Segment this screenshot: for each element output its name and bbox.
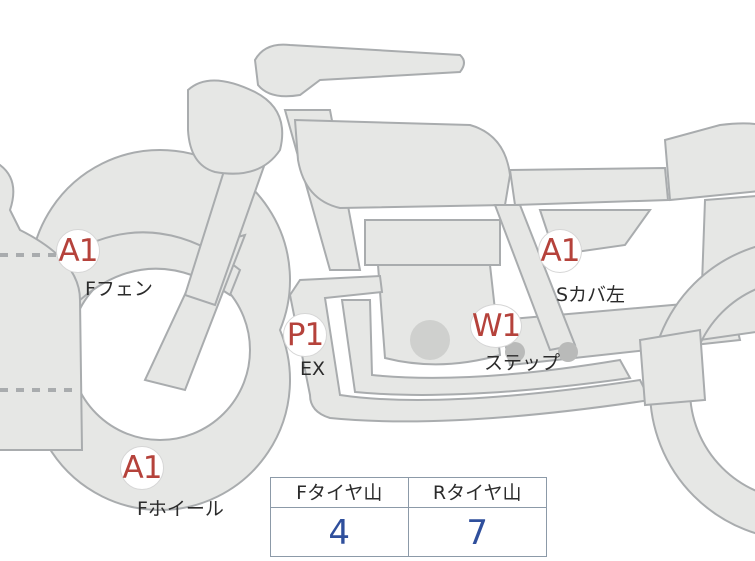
engine-shape [364, 219, 502, 366]
step-peg-dot [505, 342, 525, 362]
front-tread-value: 4 [328, 513, 351, 553]
front-tread-header: Fタイヤ山 [271, 478, 408, 508]
fuel-tank-shape [293, 118, 512, 210]
exhaust-pipe-shape [288, 274, 652, 423]
rear-fender-shape [663, 122, 755, 202]
headlight-shape [187, 79, 284, 175]
front-fender-shape [58, 231, 242, 302]
front-tread-column: Fタイヤ山 4 [271, 478, 409, 556]
rear-tread-value: 7 [466, 513, 489, 553]
marker-code-side-cover[interactable]: A1 [538, 229, 582, 273]
marker-label-front-wheel: Fホイール [137, 498, 224, 520]
marker-code-front-wheel[interactable]: A1 [120, 446, 164, 490]
handlebar-shape [253, 43, 465, 98]
marker-code-front-fender[interactable]: A1 [56, 229, 100, 273]
marker-label-step: ステップ [484, 352, 561, 374]
tread-depth-table: Fタイヤ山 4 Rタイヤ山 7 [270, 477, 547, 557]
left-panel-shape [0, 164, 84, 451]
exhaust-pipe-2-shape [340, 299, 632, 396]
marker-label-front-fender: Fフェン [85, 278, 153, 300]
seat-shape [508, 166, 670, 207]
rear-shock-shape [638, 328, 707, 407]
rear-tread-column: Rタイヤ山 7 [408, 478, 546, 556]
marker-code-step[interactable]: W1 [470, 304, 522, 348]
marker-label-side-cover: Sカバ左 [556, 284, 626, 306]
step-peg-dot-2 [558, 342, 578, 362]
rear-wheel-shape [648, 245, 755, 535]
marker-label-exhaust: EX [300, 358, 326, 380]
marker-code-exhaust[interactable]: P1 [283, 313, 327, 357]
rear-tread-header: Rタイヤ山 [408, 478, 546, 508]
